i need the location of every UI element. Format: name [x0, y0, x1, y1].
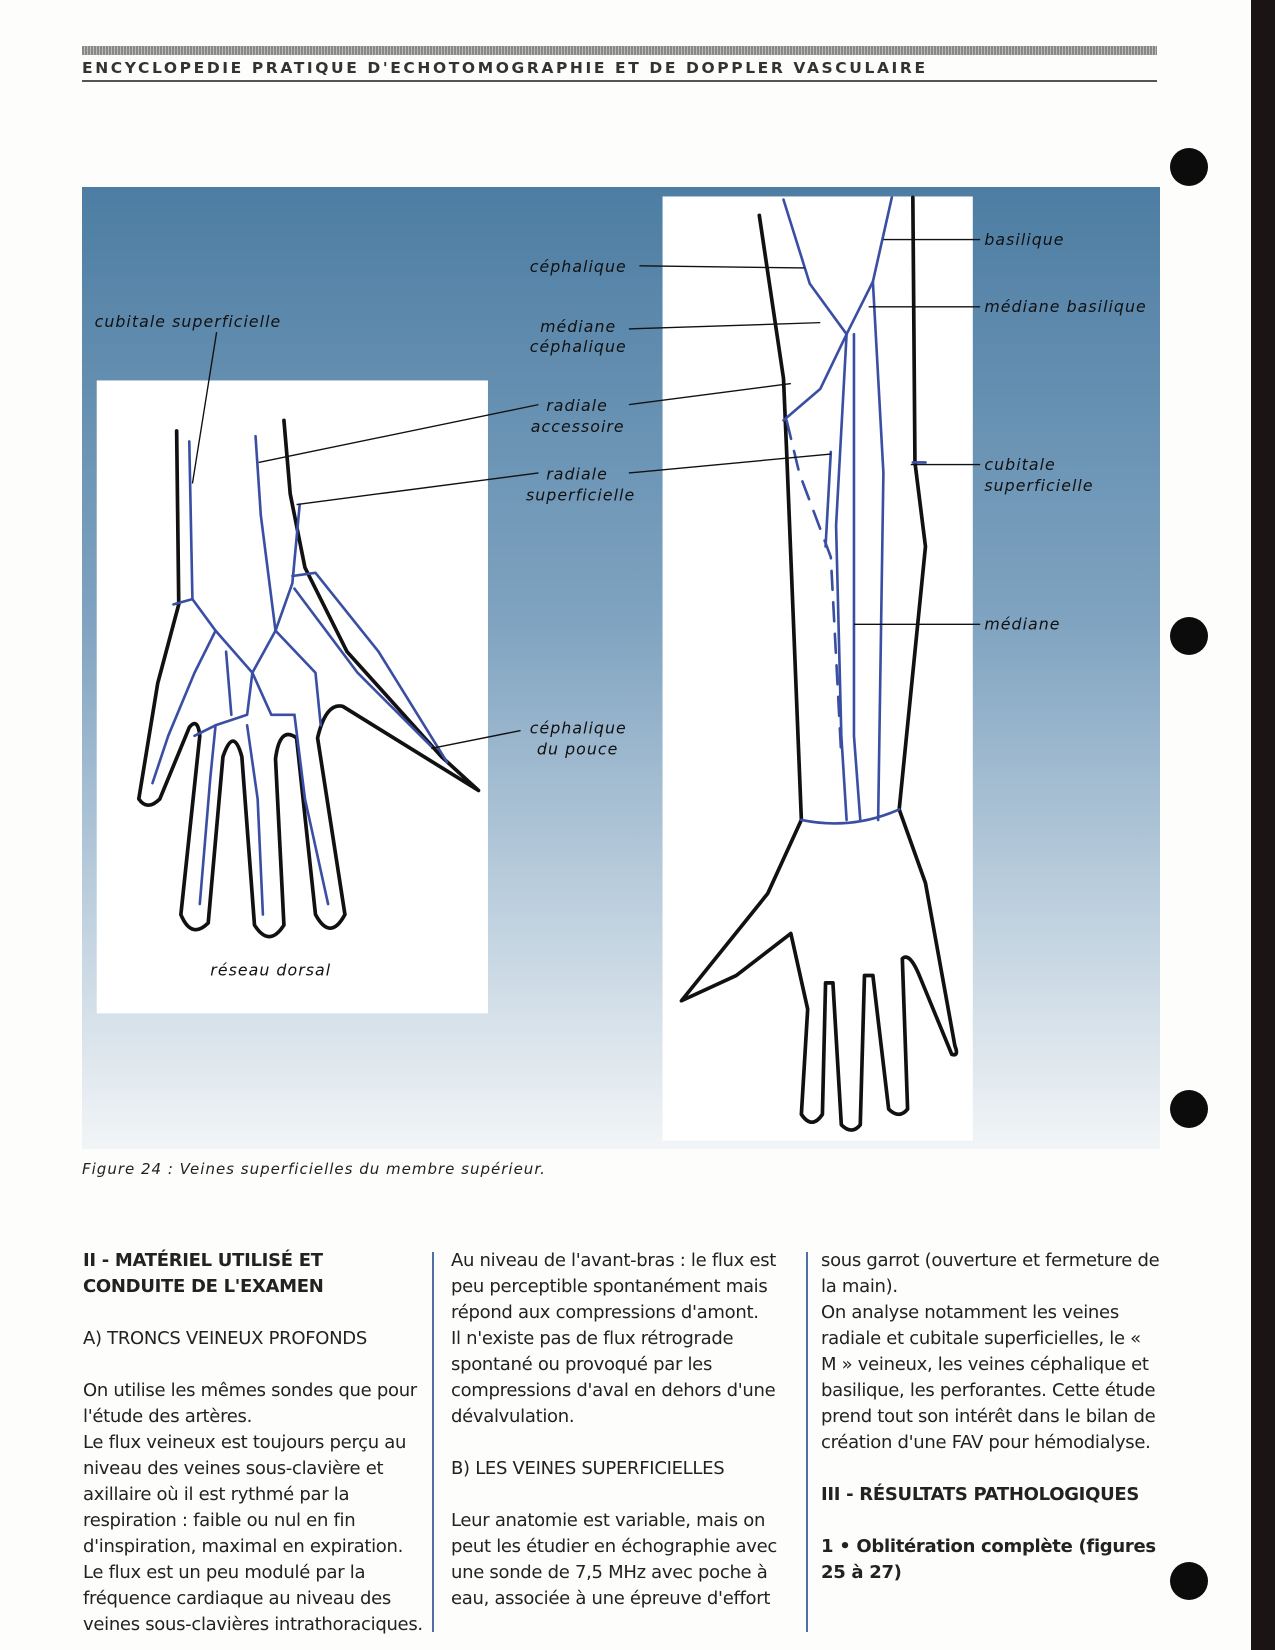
label-mediane: médiane [984, 615, 1060, 634]
arm-outline [679, 195, 959, 1132]
label-basilique: basilique [984, 230, 1064, 249]
label-mediane-cephalique-2: céphalique [530, 337, 627, 356]
paragraph: sous garrot (ouverture et fermeture de l… [821, 1250, 1160, 1297]
forearm-drawing [679, 195, 959, 1132]
paragraph: Il n'existe pas de flux rétrograde spont… [451, 1328, 776, 1427]
binder-hole [1170, 1562, 1208, 1600]
running-header: ENCYCLOPEDIE PRATIQUE D'ECHOTOMOGRAPHIE … [82, 59, 928, 77]
label-radiale-accessoire-2: accessoire [531, 417, 625, 436]
paragraph: Le flux veineux est toujours perçu au ni… [83, 1432, 407, 1557]
binder-hole [1170, 617, 1208, 655]
leader-lines [191, 238, 981, 750]
dorsal-veins [151, 434, 449, 916]
left-panel [96, 380, 488, 1014]
hand-outline [136, 418, 481, 939]
binder-hole [1170, 148, 1208, 186]
paragraph: On analyse notamment les veines radiale … [821, 1302, 1156, 1453]
label-mediane-basilique: médiane basilique [984, 297, 1146, 316]
label-cephalique: céphalique [530, 257, 627, 276]
subsection-heading: 1 • Oblitération complète (figures 25 à … [821, 1536, 1156, 1583]
paragraph: On utilise les mêmes sondes que pour l'é… [83, 1380, 417, 1427]
binder-hole [1170, 1090, 1208, 1128]
section-heading: III - RÉSULTATS PATHOLOGIQUES [821, 1484, 1140, 1505]
scan-edge [1251, 0, 1275, 1650]
figure-24: cubitale superficielle céphalique médian… [82, 187, 1160, 1149]
label-radiale-superficielle-1: radiale [546, 464, 608, 483]
subsection-heading: A) TRONCS VEINEUX PROFONDS [83, 1328, 367, 1349]
column-divider [806, 1252, 808, 1632]
header-bar [82, 46, 1157, 55]
paragraph: Au niveau de l'avant-bras : le flux est … [451, 1250, 777, 1323]
forearm-veins [782, 196, 927, 825]
column-divider [432, 1252, 434, 1632]
subsection-heading: B) LES VEINES SUPERFICIELLES [451, 1458, 725, 1479]
label-radiale-accessoire-1: radiale [546, 396, 608, 415]
label-mediane-cephalique-1: médiane [540, 317, 616, 336]
column-1: II - MATÉRIEL UTILISÉ ET CONDUITE DE L'E… [83, 1248, 423, 1638]
paragraph: Leur anatomie est variable, mais on peut… [451, 1510, 777, 1609]
header-rule [82, 80, 1157, 82]
label-cubitale-superficielle-right-1: cubitale [984, 455, 1055, 474]
label-reseau-dorsal: réseau dorsal [210, 961, 331, 980]
label-cubitale-superficielle-right-2: superficielle [984, 476, 1093, 495]
label-cubitale-superficielle-left: cubitale superficielle [95, 312, 282, 331]
figure-caption: Figure 24 : Veines superficielles du mem… [82, 1160, 546, 1178]
dorsal-hand-drawing [136, 418, 481, 939]
column-3: sous garrot (ouverture et fermeture de l… [821, 1248, 1161, 1586]
column-2: Au niveau de l'avant-bras : le flux est … [451, 1248, 791, 1612]
label-cephalique-pouce-1: céphalique [530, 719, 627, 738]
paragraph: Le flux est un peu modulé par la fréquen… [83, 1562, 423, 1635]
right-panel [662, 196, 973, 1141]
section-heading: II - MATÉRIEL UTILISÉ ET CONDUITE DE L'E… [83, 1250, 324, 1297]
label-radiale-superficielle-2: superficielle [526, 485, 635, 504]
label-cephalique-pouce-2: du pouce [537, 740, 618, 759]
